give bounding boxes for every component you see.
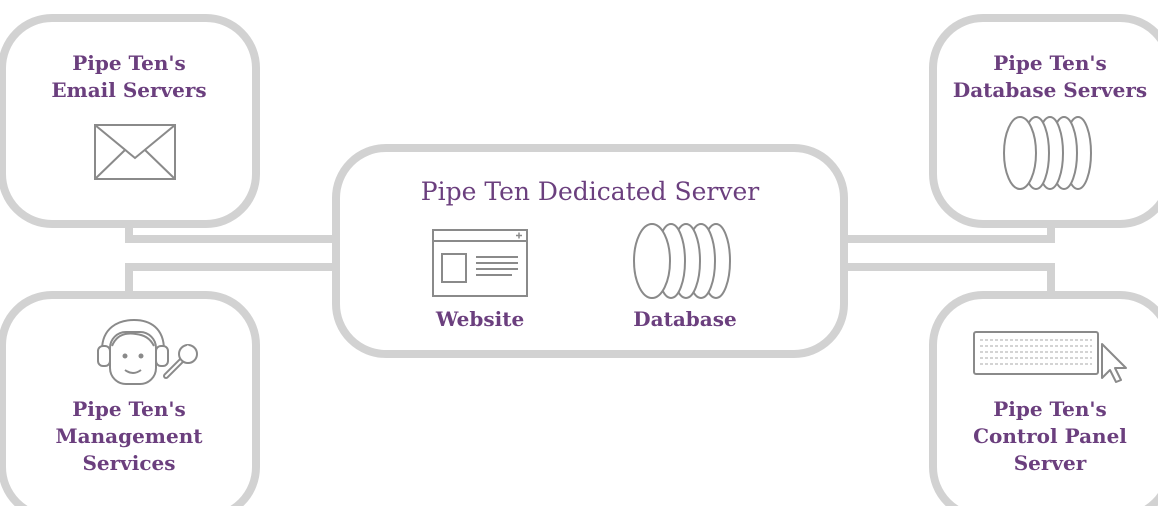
envelope-icon [94, 124, 176, 180]
keyboard-cursor-icon [970, 330, 1130, 386]
connector-control-panel-server-rise [1047, 263, 1055, 295]
database-servers-label: Pipe Ten's Database Servers [935, 50, 1158, 104]
database-servers-label-line-2: Database Servers [952, 78, 1148, 102]
control-panel-server-label-line-3: Server [1013, 451, 1087, 475]
dedicated-server-node [332, 144, 848, 358]
control-panel-server-label-line-1: Pipe Ten's [993, 397, 1107, 421]
connector-management-services [125, 263, 345, 271]
management-services-label: Pipe Ten's Management Services [0, 396, 258, 477]
connector-database-servers-drop [1047, 222, 1055, 243]
connector-database-servers [840, 235, 1055, 243]
database-servers-label-line-1: Pipe Ten's [993, 51, 1107, 75]
email-servers-label: Pipe Ten's Email Servers [0, 50, 258, 104]
management-services-label-line-2: Management [55, 424, 203, 448]
webpage-icon [432, 229, 528, 297]
database-stack-icon [630, 222, 734, 300]
control-panel-server-label-line-2: Control Panel [973, 424, 1127, 448]
connector-email-servers [125, 235, 345, 243]
connector-management-services-rise [125, 263, 133, 295]
connector-control-panel-server [840, 263, 1055, 271]
connector-email-servers-drop [125, 220, 133, 243]
email-servers-label-line-2: Email Servers [51, 78, 207, 102]
technician-wrench-icon [96, 318, 202, 388]
database-servers-icon [1000, 115, 1096, 191]
control-panel-server-node [929, 291, 1158, 506]
dedicated-server-title: Pipe Ten Dedicated Server [420, 177, 760, 206]
email-servers-node [0, 14, 260, 228]
database-label: Database [633, 307, 737, 331]
email-servers-label-line-1: Pipe Ten's [72, 51, 186, 75]
website-label: Website [435, 307, 525, 331]
management-services-label-line-3: Services [82, 451, 176, 475]
management-services-node [0, 291, 260, 506]
management-services-label-line-1: Pipe Ten's [72, 397, 186, 421]
control-panel-server-label: Pipe Ten's Control Panel Server [935, 396, 1158, 477]
